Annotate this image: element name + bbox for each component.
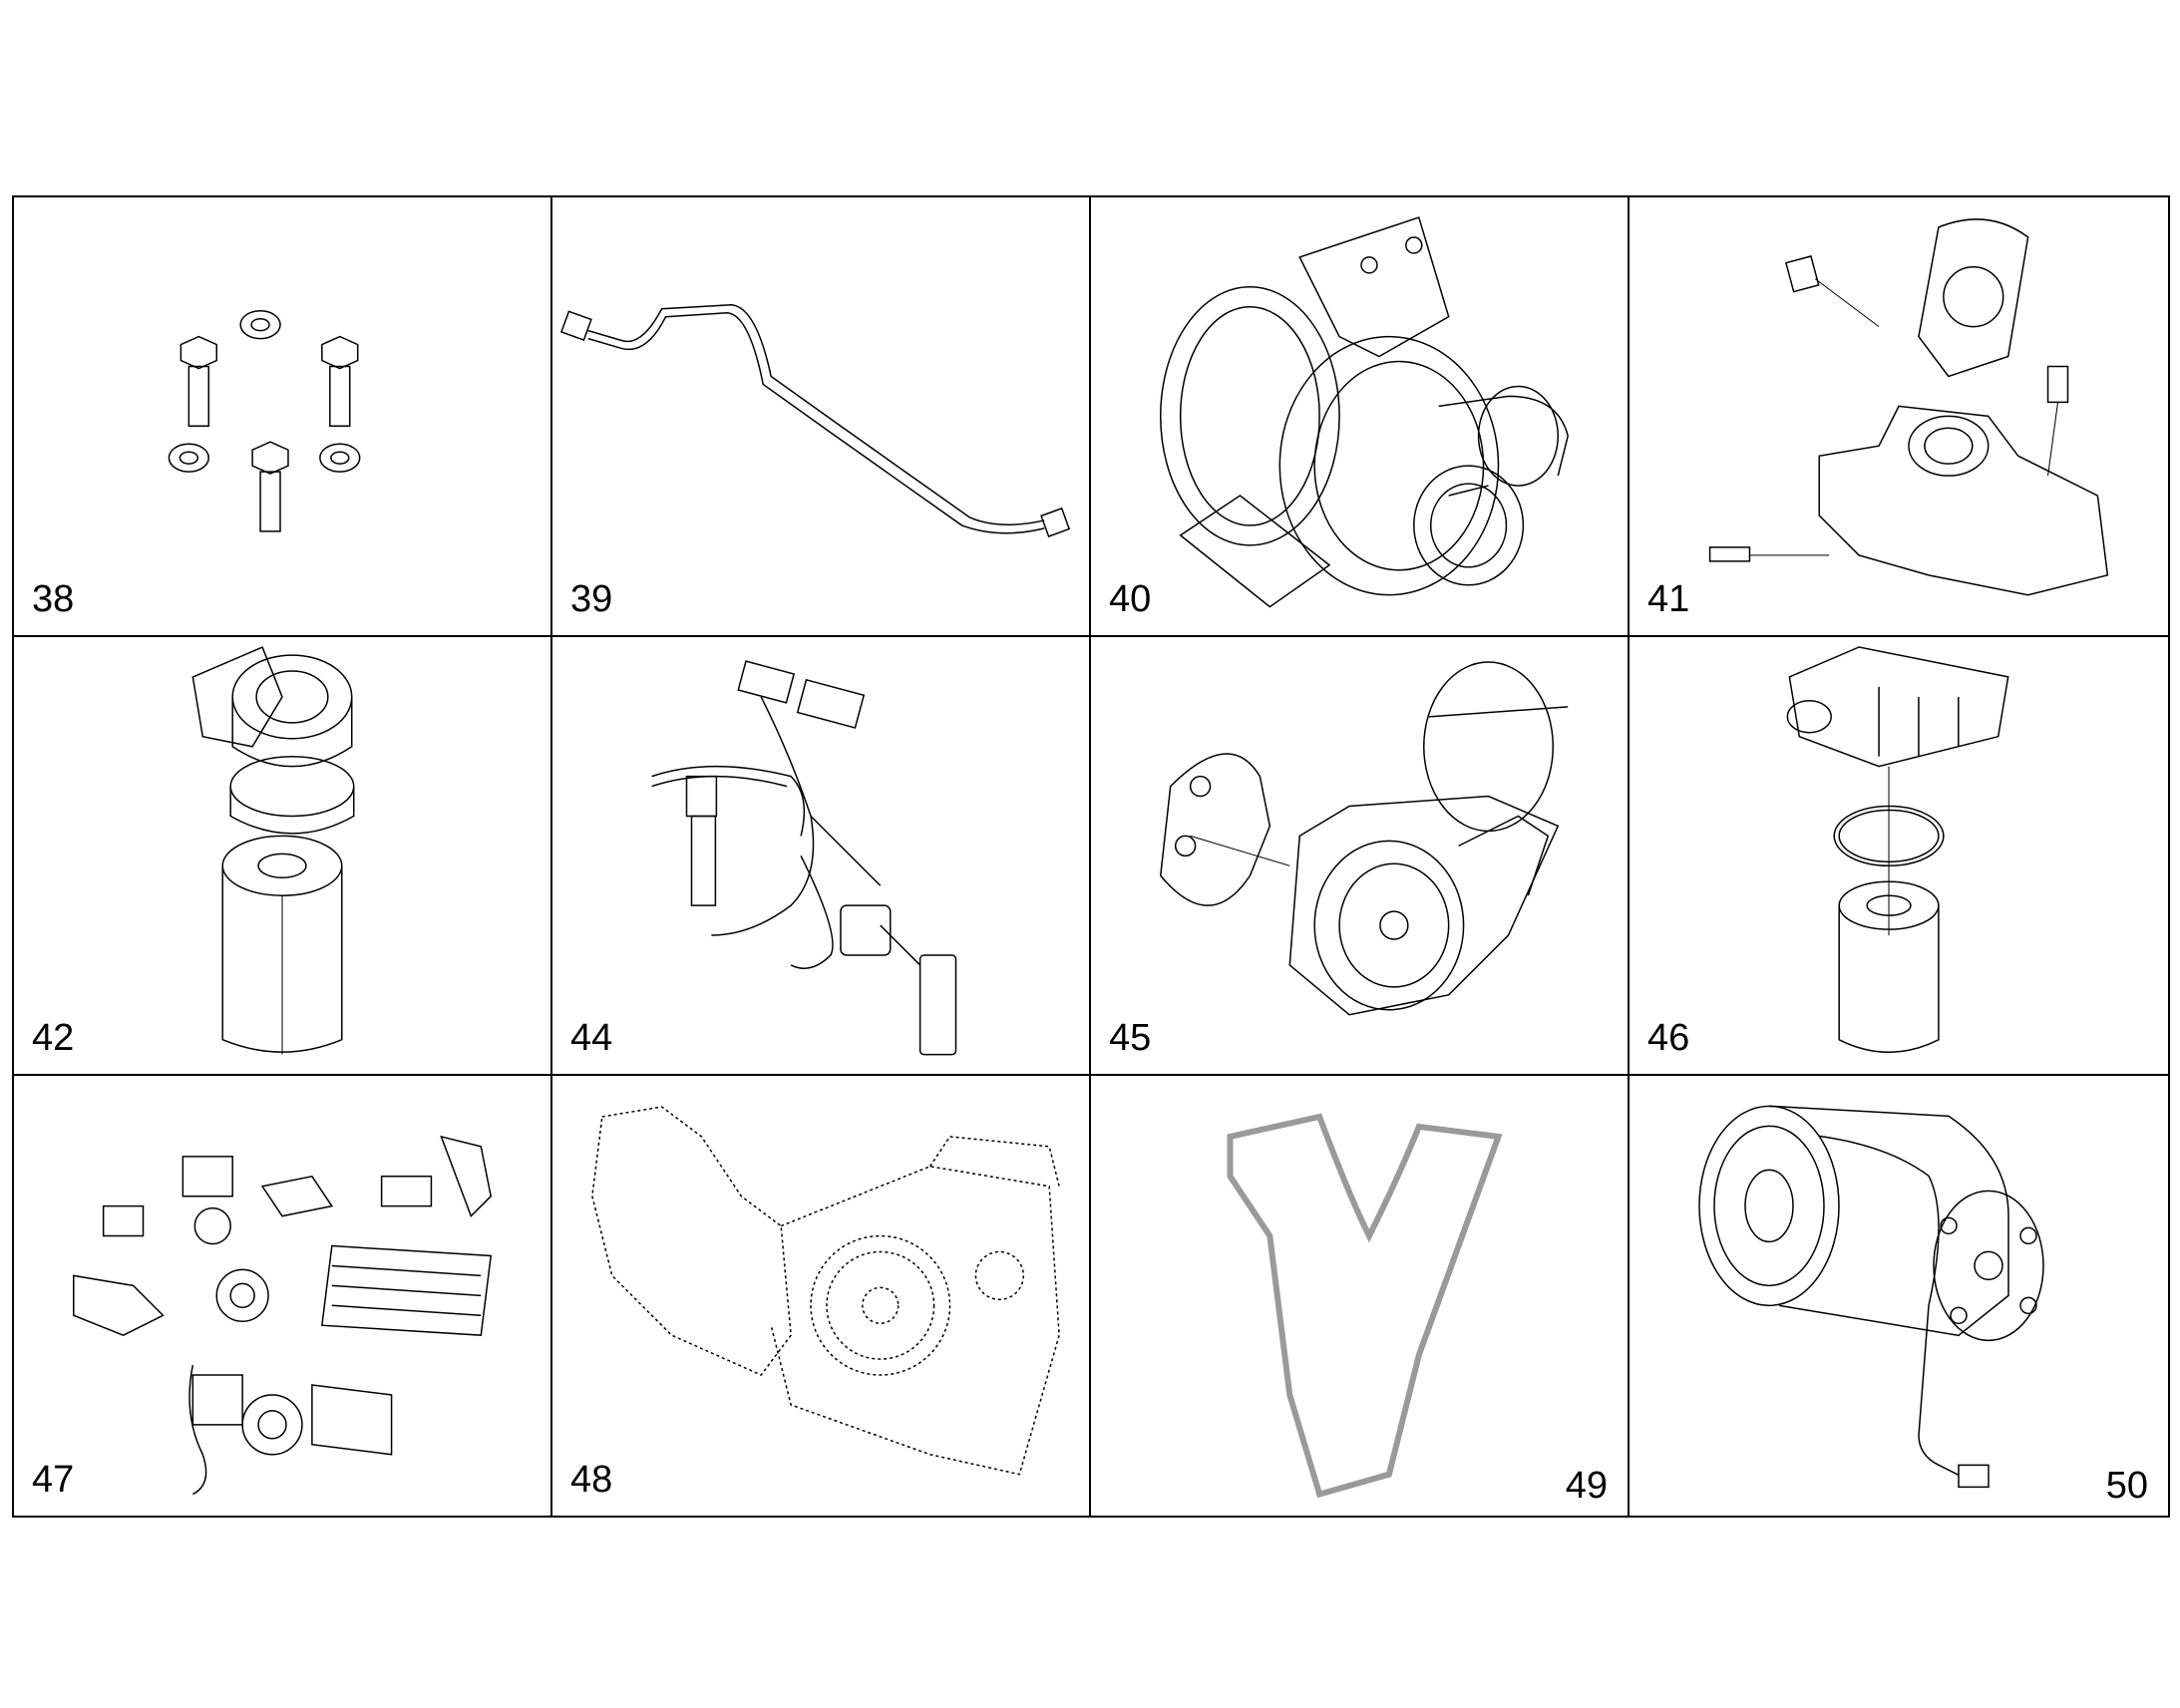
gear-pump-icon: [552, 1076, 1089, 1516]
pipe-icon: [552, 197, 1089, 635]
drive-belt-icon: [1091, 1076, 1628, 1516]
part-cell-38[interactable]: 38: [14, 197, 552, 637]
parts-grid: 38 39 40: [12, 195, 2170, 1518]
part-cell-50[interactable]: 50: [1630, 1076, 2168, 1516]
part-number-40: 40: [1109, 577, 1152, 620]
part-cell-48[interactable]: 48: [552, 1076, 1091, 1516]
part-number-41: 41: [1647, 577, 1690, 620]
thermostat-housing-icon: [1630, 197, 2168, 635]
part-cell-49[interactable]: 49: [1091, 1076, 1630, 1516]
oil-filter-housing-icon: [1630, 637, 2168, 1075]
turbocharger-icon: [1091, 197, 1628, 635]
part-cell-44[interactable]: 44: [552, 636, 1091, 1077]
part-number-46: 46: [1647, 1017, 1690, 1060]
part-number-49: 49: [1565, 1464, 1608, 1507]
fuel-filter-icon: [14, 637, 550, 1075]
part-number-39: 39: [570, 577, 613, 620]
bolts-and-nuts-icon: [14, 197, 550, 635]
part-number-44: 44: [570, 1017, 613, 1060]
part-cell-46[interactable]: 46: [1630, 637, 2168, 1077]
part-number-42: 42: [32, 1017, 75, 1060]
part-number-50: 50: [2105, 1464, 2148, 1507]
part-number-38: 38: [32, 577, 75, 620]
part-number-45: 45: [1109, 1017, 1152, 1060]
part-cell-41[interactable]: 41: [1630, 197, 2168, 637]
egr-kit-icon: [14, 1076, 550, 1516]
part-cell-47[interactable]: 47: [14, 1076, 552, 1516]
part-cell-42[interactable]: 42: [14, 636, 552, 1077]
belt-tensioner-icon: [1091, 637, 1628, 1075]
ac-compressor-icon: [1630, 1076, 2168, 1516]
part-number-47: 47: [32, 1458, 75, 1501]
wiring-harness-icon: [552, 637, 1089, 1075]
part-cell-39[interactable]: 39: [552, 197, 1091, 637]
part-number-48: 48: [570, 1458, 613, 1501]
part-cell-40[interactable]: 40: [1091, 197, 1630, 637]
part-cell-45[interactable]: 45: [1091, 636, 1630, 1077]
